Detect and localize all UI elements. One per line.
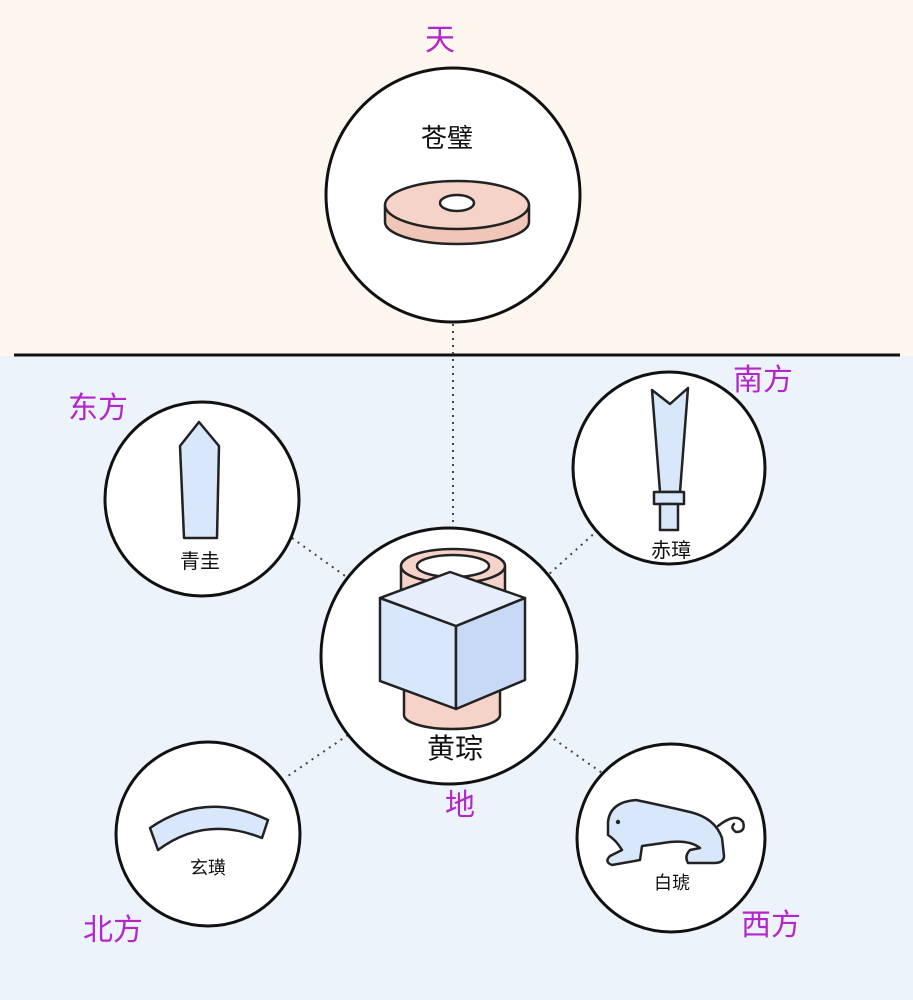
jade-name-east: 青圭: [180, 549, 220, 573]
connector-north-center: [284, 734, 349, 779]
jade-node-center: 黄琮: [319, 526, 579, 786]
jade-node-south: 赤璋: [571, 370, 767, 566]
gui-tablet-icon: [178, 420, 221, 540]
jade-node-east: 青圭: [103, 400, 301, 598]
jade-node-west: 白琥: [575, 742, 767, 934]
connector-east-center: [291, 537, 349, 579]
bi-disc-icon: [383, 179, 531, 246]
jade-name-south: 赤璋: [651, 538, 691, 562]
zhang-blade-icon: [650, 386, 690, 532]
huang-arc-icon: [148, 805, 270, 852]
direction-label-south: 南方: [733, 363, 793, 398]
direction-label-north: 北方: [83, 913, 143, 948]
jade-name-west: 白琥: [654, 873, 690, 894]
direction-label-east: 东方: [68, 391, 128, 426]
jade-name-north: 玄璜: [190, 858, 226, 879]
jade-name-center: 黄琮: [427, 732, 483, 765]
jade-node-heaven: 苍璧: [324, 66, 582, 324]
cong-tube-icon: [378, 547, 527, 731]
tiger-icon: [606, 798, 745, 867]
jade-name-heaven: 苍璧: [421, 124, 473, 154]
connector-south-center: [547, 529, 599, 576]
earth-label: 地: [445, 788, 475, 823]
heaven-label: 天: [425, 23, 455, 58]
direction-label-west: 西方: [741, 908, 801, 943]
jade-node-north: 玄璜: [114, 740, 302, 928]
